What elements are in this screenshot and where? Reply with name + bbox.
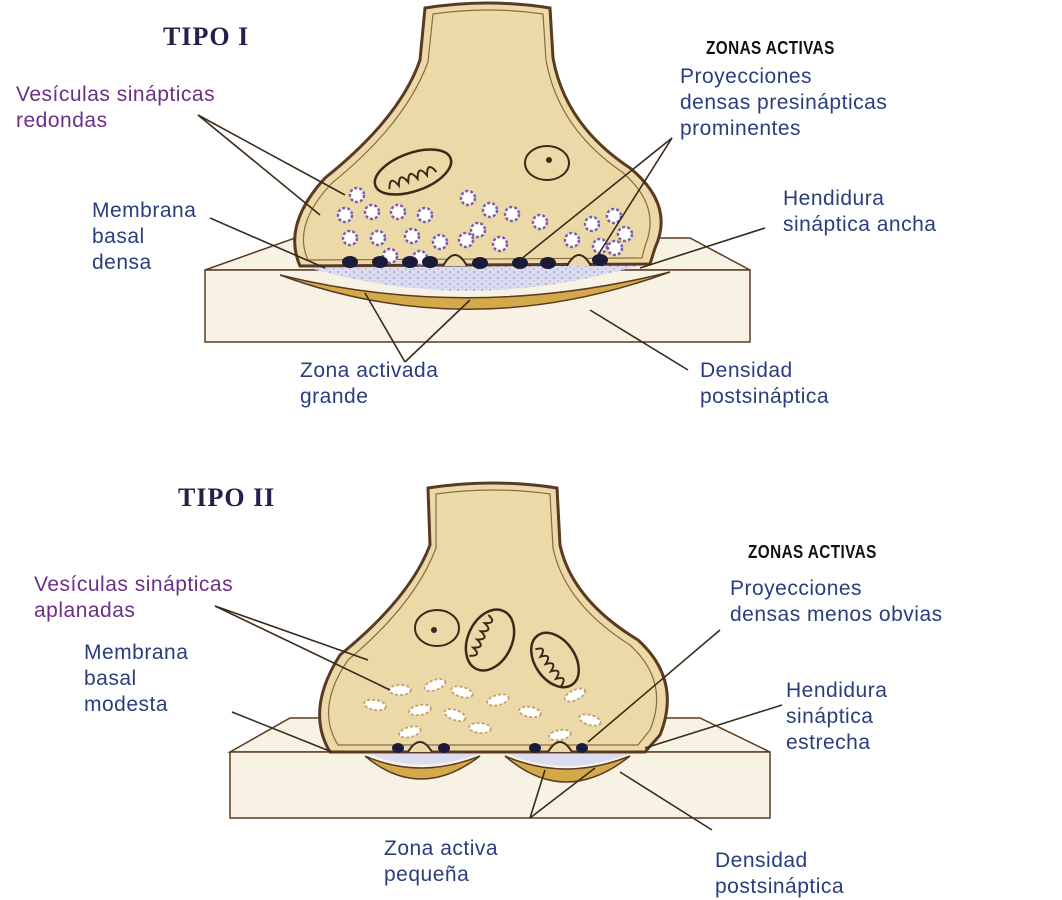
round-vesicle bbox=[350, 188, 364, 202]
dense-projection bbox=[342, 256, 358, 268]
round-vesicle bbox=[343, 231, 357, 245]
round-vesicle bbox=[365, 205, 379, 219]
round-vesicle bbox=[371, 231, 385, 245]
type2-organelle bbox=[415, 610, 459, 646]
dense-projection bbox=[438, 743, 450, 753]
dense-projection bbox=[472, 257, 488, 269]
dense-projection bbox=[529, 743, 541, 753]
dense-projection bbox=[512, 257, 528, 269]
round-vesicle bbox=[608, 241, 622, 255]
round-vesicle bbox=[391, 205, 405, 219]
type1-title: TIPO I bbox=[163, 22, 249, 52]
round-vesicle bbox=[505, 207, 519, 221]
round-vesicle bbox=[433, 235, 447, 249]
round-vesicle bbox=[471, 223, 485, 237]
type2-title: TIPO II bbox=[178, 483, 275, 513]
round-vesicle bbox=[338, 208, 352, 222]
type1-zonas-activas: ZONAS ACTIVAS bbox=[706, 38, 835, 59]
round-vesicle bbox=[533, 215, 547, 229]
flattened-vesicle bbox=[389, 685, 411, 695]
type2-synapse bbox=[215, 483, 782, 830]
dense-projection bbox=[422, 256, 438, 268]
round-vesicle bbox=[405, 229, 419, 243]
round-vesicle bbox=[483, 203, 497, 217]
round-vesicle bbox=[461, 191, 475, 205]
round-vesicle bbox=[459, 233, 473, 247]
round-vesicle bbox=[493, 237, 507, 251]
type1-synapse bbox=[198, 3, 765, 370]
dense-projection bbox=[576, 743, 588, 753]
dense-projection bbox=[372, 256, 388, 268]
dense-projection bbox=[392, 743, 404, 753]
type2-block-front bbox=[230, 752, 770, 818]
dense-projection bbox=[540, 257, 556, 269]
round-vesicle bbox=[585, 217, 599, 231]
dense-projection bbox=[402, 256, 418, 268]
round-vesicle bbox=[418, 208, 432, 222]
round-vesicle bbox=[618, 227, 632, 241]
type2-zonas-activas: ZONAS ACTIVAS bbox=[748, 542, 877, 563]
type1-organelle bbox=[525, 146, 569, 180]
round-vesicle bbox=[565, 233, 579, 247]
dense-projection bbox=[592, 254, 608, 266]
